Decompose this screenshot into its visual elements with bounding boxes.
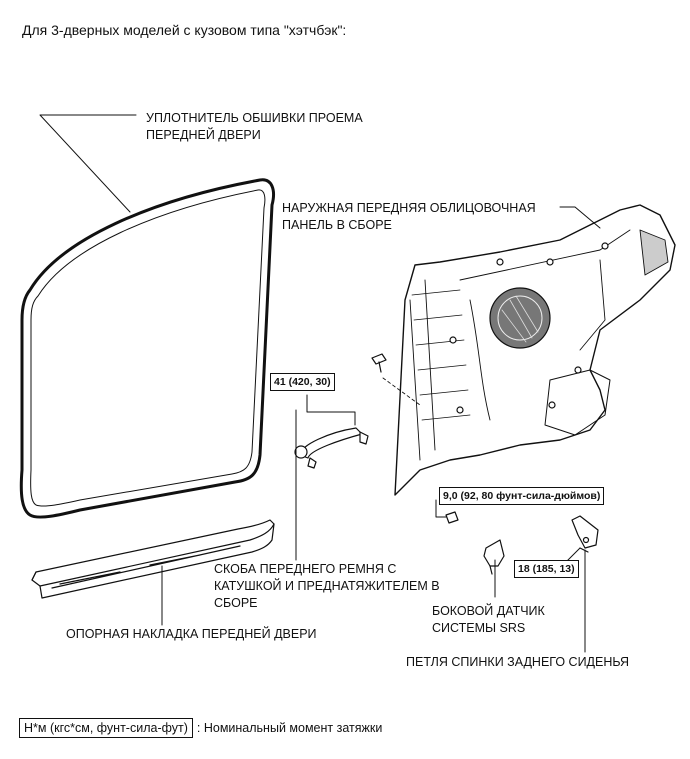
trim-panel-drawing xyxy=(394,204,676,496)
label-trim-panel: НАРУЖНАЯ ПЕРЕДНЯЯ ОБЛИЦОВОЧНАЯ ПАНЕЛЬ В … xyxy=(282,201,536,232)
torque-seat-hinge: 18 (185, 13) xyxy=(514,560,579,578)
seat-hinge-drawing xyxy=(571,515,599,553)
srs-sensor-drawing xyxy=(445,511,505,575)
legend: Н*м (кгс*см, фунт-сила-фут) : Номинальны… xyxy=(19,718,382,738)
torque-belt-anchor: 41 (420, 30) xyxy=(270,373,335,391)
belt-anchor-drawing xyxy=(294,394,369,469)
legend-description: : Номинальный момент затяжки xyxy=(196,721,383,735)
label-srs-sensor: БОКОВОЙ ДАТЧИК СИСТЕМЫ SRS xyxy=(432,604,545,635)
page-heading: Для 3-дверных моделей с кузовом типа "хэ… xyxy=(22,22,347,38)
weatherstrip-drawing xyxy=(19,178,275,519)
legend-unit-box: Н*м (кгс*см, фунт-сила-фут) xyxy=(19,718,193,738)
label-scuff-plate: ОПОРНАЯ НАКЛАДКА ПЕРЕДНЕЙ ДВЕРИ xyxy=(66,627,317,641)
scuff-plate-drawing xyxy=(31,519,275,599)
leader-lines xyxy=(39,114,601,653)
clip-drawing xyxy=(371,353,421,406)
label-seat-hinge: ПЕТЛЯ СПИНКИ ЗАДНЕГО СИДЕНЬЯ xyxy=(406,655,630,669)
label-weatherstrip: УПЛОТНИТЕЛЬ ОБШИВКИ ПРОЕМА ПЕРЕДНЕЙ ДВЕР… xyxy=(146,111,363,142)
torque-srs-sensor: 9,0 (92, 80 фунт-сила-дюймов) xyxy=(439,487,605,505)
label-belt-anchor: СКОБА ПЕРЕДНЕГО РЕМНЯ С КАТУШКОЙ И ПРЕДН… xyxy=(214,562,440,610)
